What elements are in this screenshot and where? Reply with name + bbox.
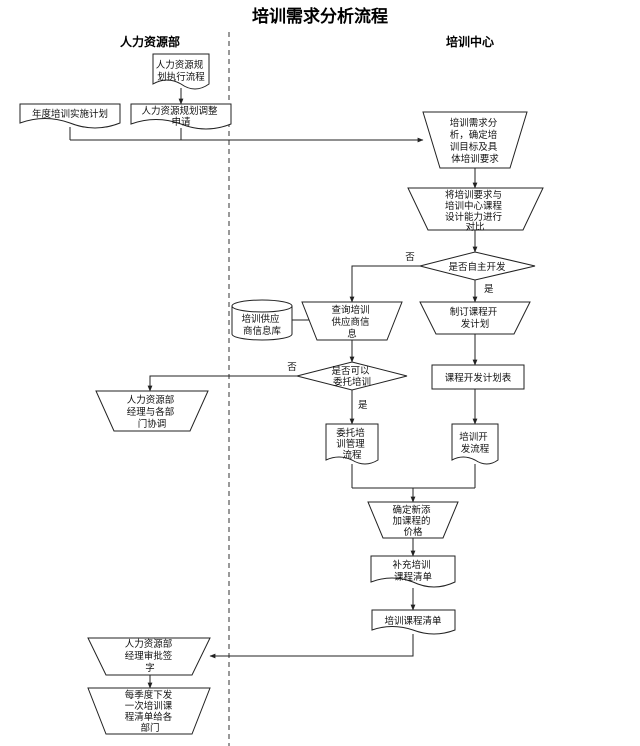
svg-text:制订课程开 发计划: 制订课程开 发计划 [450,306,501,330]
node-analyze-needs: 培训需求分 析，确定培 训目标及具 体培训要求 [422,111,528,169]
svg-text:将培训要求与 培训中心课程 设计能力: 将培训要求与 培训中心课程 设计能力进行 对比 [445,189,505,233]
edge-list-to-approve [209,634,414,659]
svg-text:补充培训 课程清单: 补充培训 课程清单 [392,559,433,583]
svg-text:人力资源规 划执行流程: 人力资源规 划执行流程 [156,59,207,83]
edge-decision-no [349,265,420,303]
svg-text:培训需求分 析，确定培 训目标及具: 培训需求分 析，确定培 训目标及具 体培训要求 [450,117,501,165]
node-query-supplier: 查询培训 供应商信 息 [301,301,403,341]
lane-title-hr: 人力资源部 [120,34,180,49]
label-no-outsource: 否 [287,362,297,373]
svg-text:课程开发计划表: 课程开发计划表 [445,372,512,384]
node-hr-coordinate: 人力资源部 经理与各部 门协调 [95,390,209,432]
label-yes-outsource: 是 [358,400,368,411]
node-dev-process: 培训开 发流程 [451,423,499,465]
svg-text:培训开 发流程: 培训开 发流程 [459,431,491,455]
svg-text:每季度下发 一次培训课 程清单给各: 每季度下发 一次培训课 程清单给各 部门 [125,689,176,734]
svg-text:是否可以 委托培训: 是否可以 委托培训 [331,366,372,388]
label-no-self-develop: 否 [405,252,415,263]
node-hr-plan-process: 人力资源规 划执行流程 [152,53,210,90]
svg-text:人力资源部 经理与各部 门协调: 人力资源部 经理与各部 门协调 [127,394,178,430]
svg-text:确定新添 加课程的 价格: 确定新添 加课程的 价格 [392,504,433,538]
node-decision-outsource: 是否可以 委托培训 [296,361,408,391]
label-yes-self-develop: 是 [484,284,494,295]
node-annual-plan: 年度培训实施计划 [19,103,121,129]
svg-text:培训课程清单: 培训课程清单 [384,615,442,627]
node-plan-dev: 制订课程开 发计划 [419,301,531,335]
node-quarterly: 每季度下发 一次培训课 程清单给各 部门 [87,687,211,735]
svg-text:是否自主开发: 是否自主开发 [448,261,506,273]
node-price: 确定新添 加课程的 价格 [367,501,459,539]
node-compare: 将培训要求与 培训中心课程 设计能力进行 对比 [407,187,544,233]
node-course-list: 培训课程清单 [371,609,456,635]
node-dev-schedule: 课程开发计划表 [431,364,525,390]
edge-outsource-no [147,375,297,392]
page-title: 培训需求分析流程 [252,6,388,27]
svg-text:人力资源规划调整 申请: 人力资源规划调整 申请 [141,105,220,128]
node-supplement: 补充培训 课程清单 [370,555,456,588]
lane-title-training-center: 培训中心 [446,34,494,49]
node-hr-adjust: 人力资源规划调整 申请 [130,103,232,130]
svg-text:查询培训 供应商信 息: 查询培训 供应商信 息 [331,304,372,340]
node-hr-approve: 人力资源部 经理审批签 字 [87,637,211,676]
svg-text:年度培训实施计划: 年度培训实施计划 [32,108,108,120]
svg-text:委托培 训管理 流程: 委托培 训管理 流程 [336,427,368,461]
node-decision-self-develop: 是否自主开发 [419,251,536,281]
svg-text:人力资源部 经理审批签 字: 人力资源部 经理审批签 字 [125,638,176,674]
node-outsource-process: 委托培 训管理 流程 [325,423,379,465]
node-supplier-db: 培训供应 商信息库 [231,299,293,341]
svg-text:培训供应 商信息库: 培训供应 商信息库 [241,313,282,337]
